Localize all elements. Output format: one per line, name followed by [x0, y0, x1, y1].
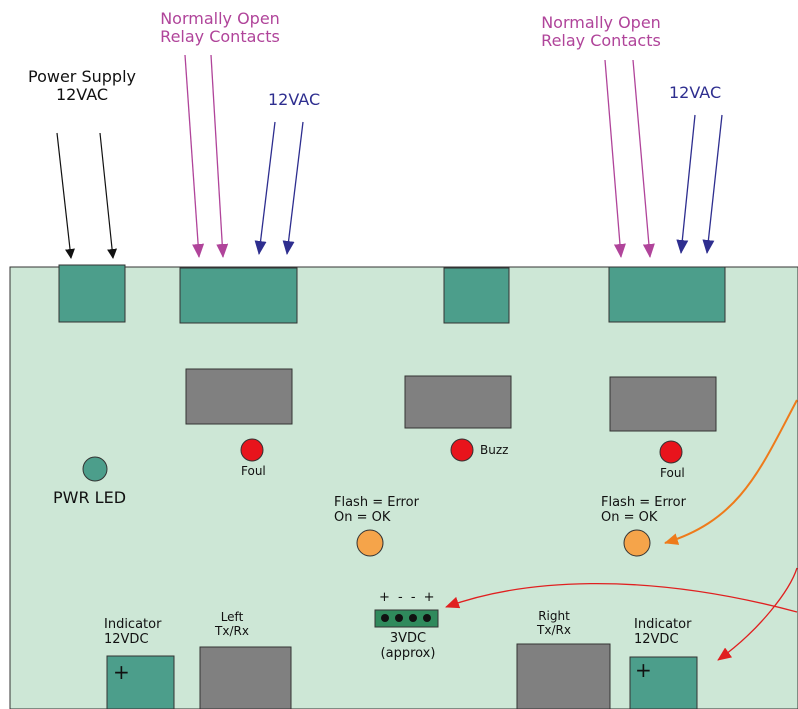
header-pin — [381, 614, 389, 622]
status-label-left-line2: On = OK — [334, 509, 391, 525]
status-label-right: Flash = Error On = OK — [601, 495, 686, 526]
relay-contacts-label-left-line1: Normally Open — [160, 9, 280, 28]
vac-arrow-right-1 — [676, 114, 696, 254]
buzz-label: Buzz — [480, 443, 509, 457]
relay-arrow-right-2 — [632, 59, 655, 258]
orange-curved-arrow — [664, 399, 798, 545]
right-relay-terminal-block — [608, 266, 726, 323]
status-label-left-line1: Flash = Error — [334, 495, 419, 510]
power-terminal-block — [58, 264, 126, 323]
right-txrx-label-line1: Right — [538, 609, 570, 623]
right-indicator-plus: + — [635, 658, 652, 682]
status-label-left: Flash = Error On = OK — [334, 495, 419, 526]
power-arrow-2 — [99, 132, 118, 259]
status-label-right-line2: On = OK — [601, 509, 658, 525]
vac-arrow-left-2 — [282, 121, 304, 255]
left-indicator-terminal — [106, 655, 175, 709]
header-label: 3VDC (approx) — [372, 631, 444, 662]
vac-arrow-right-2 — [702, 114, 723, 254]
right-indicator-label-line1: Indicator — [634, 617, 692, 632]
status-label-right-line1: Flash = Error — [601, 495, 686, 510]
power-supply-label-line2: 12VAC — [55, 85, 109, 105]
header-voltage-label: 3VDC — [389, 631, 427, 646]
header-pin — [423, 614, 431, 622]
power-supply-label-line1: Power Supply — [28, 67, 136, 86]
right-indicator-terminal — [629, 656, 698, 709]
right-relay — [609, 376, 717, 432]
left-indicator-plus: + — [113, 660, 130, 684]
relay-contacts-label-left: Normally Open Relay Contacts — [140, 9, 300, 47]
right-txrx-label-line2: Tx/Rx — [537, 622, 571, 637]
relay-arrow-right-1 — [604, 59, 626, 258]
left-indicator-label-line1: Indicator — [104, 617, 162, 632]
left-txrx-label: Left Tx/Rx — [210, 610, 254, 639]
left-txrx-jack — [199, 646, 292, 709]
left-txrx-label-line1: Left — [220, 610, 244, 624]
foul-led-left — [240, 438, 264, 462]
right-indicator-label-line2: 12VDC — [634, 631, 679, 647]
relay-arrow-left-2 — [210, 54, 229, 258]
left-relay-terminal-block — [179, 267, 298, 324]
header-approx-label: (approx) — [380, 645, 436, 661]
vac-label-right: 12VAC — [669, 83, 722, 102]
red-arrow-to-indicator — [717, 567, 798, 661]
red-arrow-to-header — [445, 582, 798, 613]
relay-contacts-label-right: Normally Open Relay Contacts — [521, 13, 681, 51]
foul-led-right — [659, 440, 683, 464]
relay-contacts-label-left-line2: Relay Contacts — [160, 27, 280, 47]
foul-label-left: Foul — [241, 464, 266, 478]
relay-arrow-left-1 — [184, 54, 205, 258]
left-txrx-label-line2: Tx/Rx — [215, 623, 249, 638]
header-pin — [395, 614, 403, 622]
buzzer-terminal-block — [443, 267, 510, 324]
status-led-left — [356, 529, 384, 557]
power-supply-label: Power Supply 12VAC — [22, 67, 142, 105]
buzz-led — [450, 438, 474, 462]
right-txrx-jack — [516, 643, 611, 709]
header-pin — [409, 614, 417, 622]
left-indicator-label: Indicator 12VDC — [104, 617, 162, 648]
power-arrow-1 — [56, 132, 75, 259]
right-indicator-label: Indicator 12VDC — [634, 617, 692, 648]
header-pin-polarity: + - - + — [379, 590, 437, 605]
circuit-board — [9, 266, 798, 709]
buzz-relay — [404, 375, 512, 429]
relay-contacts-label-right-line1: Normally Open — [541, 13, 661, 32]
pwr-led-label: PWR LED — [53, 488, 127, 507]
vac-arrow-left-1 — [254, 121, 276, 255]
pwr-led — [82, 456, 108, 482]
status-led-right — [623, 529, 651, 557]
left-indicator-label-line2: 12VDC — [104, 631, 149, 647]
foul-label-right: Foul — [660, 466, 685, 480]
vac-label-left: 12VAC — [268, 90, 321, 109]
pin-header — [374, 609, 439, 628]
relay-contacts-label-right-line2: Relay Contacts — [541, 31, 661, 51]
right-txrx-label: Right Tx/Rx — [530, 609, 578, 638]
left-relay — [185, 368, 293, 425]
